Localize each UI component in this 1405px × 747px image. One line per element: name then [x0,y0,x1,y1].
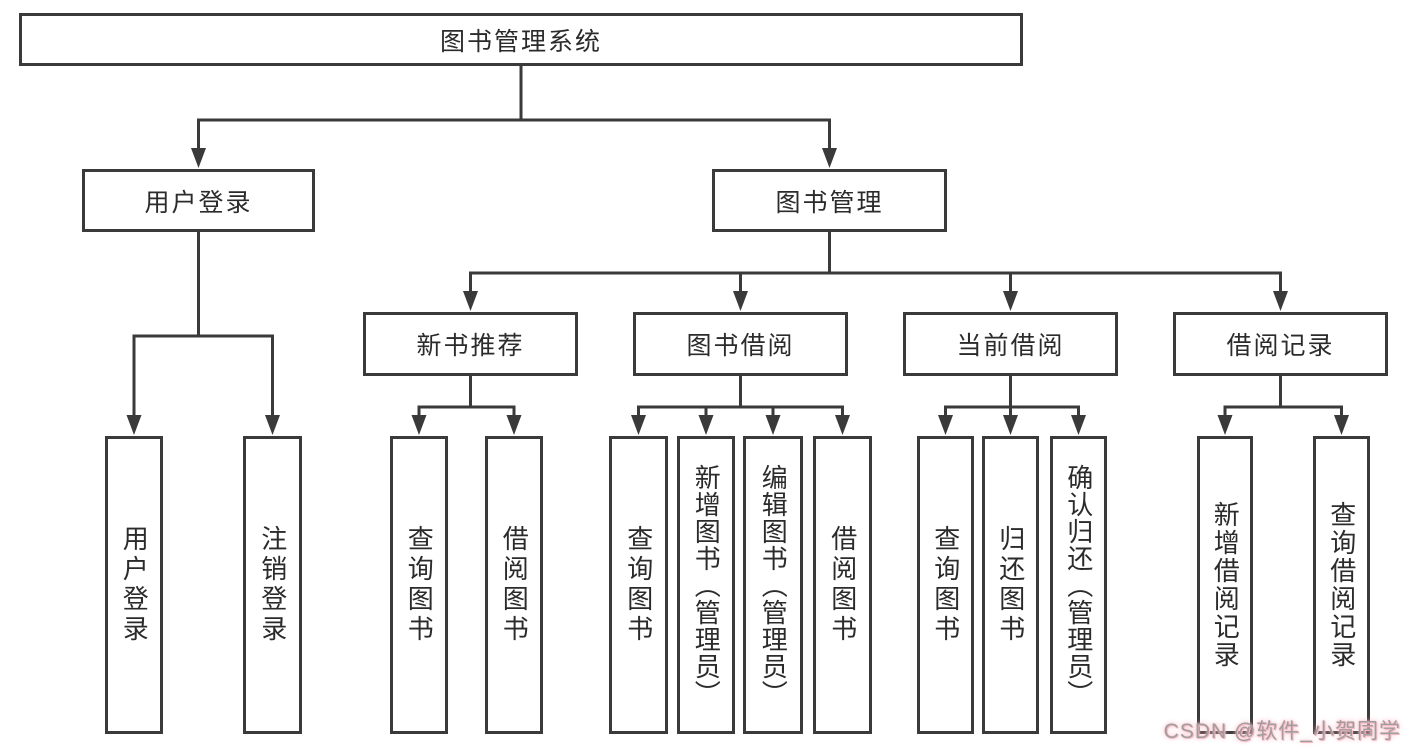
arrowhead-icon [733,291,748,311]
leaf-logout-label: 注销登录 [257,525,288,645]
node-book-borrowing-label: 图书借阅 [686,332,795,360]
leaf-borrow-edit-books-admin: 编辑图书（管理员） [743,436,803,734]
node-current-borrowing-label: 当前借阅 [956,332,1065,360]
leaf-recommend-borrow-books: 借阅图书 [485,436,543,734]
leaf-recommend-borrow-books-label: 借阅图书 [499,525,530,645]
csdn-watermark: CSDN @软件_小贺同学 [1163,720,1401,743]
arrowhead-icon [1217,415,1233,435]
leaf-records-query-record-label: 查询借阅记录 [1326,501,1357,669]
leaf-logout: 注销登录 [243,436,302,734]
arrowhead-icon [463,291,478,311]
node-book-borrowing: 图书借阅 [633,312,848,376]
arrowhead-icon [938,415,953,435]
node-book-management-label: 图书管理 [775,188,884,217]
leaf-recommend-query-books-label: 查询图书 [404,525,435,645]
leaf-borrow-add-books-admin: 新增图书（管理员） [677,436,735,734]
node-library-system-label: 图书管理系统 [439,27,602,56]
leaf-borrow-query-books-label: 查询图书 [623,525,654,645]
leaf-user-login-label: 用户登录 [119,525,150,645]
arrowhead-icon [1003,415,1018,435]
leaf-borrow-query-books: 查询图书 [609,436,668,734]
leaf-user-login: 用户登录 [105,436,163,734]
arrowhead-icon [835,415,850,435]
node-user-login-label: 用户登录 [144,188,253,217]
leaf-borrow-borrow-books-label: 借阅图书 [827,525,858,645]
leaf-current-confirm-return-admin: 确认归还（管理员） [1050,436,1107,734]
arrowhead-icon [265,415,280,435]
leaf-recommend-query-books: 查询图书 [390,436,448,734]
node-current-borrowing: 当前借阅 [903,312,1118,376]
arrowhead-icon [822,148,837,168]
leaf-current-query-books: 查询图书 [917,436,974,734]
arrowhead-icon [191,148,206,168]
node-book-management: 图书管理 [712,169,947,232]
leaf-current-return-books: 归还图书 [982,436,1039,734]
leaf-borrow-edit-books-admin-label: 编辑图书（管理员） [758,463,789,707]
leaf-records-add-record: 新增借阅记录 [1197,436,1253,734]
arrowhead-icon [126,415,142,435]
arrowhead-icon [1003,291,1018,311]
arrowhead-icon [765,415,781,435]
leaf-records-add-record-label: 新增借阅记录 [1210,501,1241,669]
leaf-borrow-borrow-books: 借阅图书 [813,436,872,734]
node-user-login: 用户登录 [82,169,315,232]
leaf-current-confirm-return-admin-label: 确认归还（管理员） [1063,463,1094,707]
arrowhead-icon [631,415,646,435]
arrowhead-icon [411,415,427,435]
node-library-system: 图书管理系统 [19,13,1023,66]
leaf-current-query-books-label: 查询图书 [930,525,961,645]
arrowhead-icon [1334,415,1349,435]
node-borrowing-records: 借阅记录 [1173,312,1388,376]
arrowhead-icon [506,415,522,435]
node-borrowing-records-label: 借阅记录 [1226,332,1335,360]
arrowhead-icon [1273,291,1288,311]
leaf-current-return-books-label: 归还图书 [995,525,1026,645]
node-new-book-recommendation: 新书推荐 [363,312,578,376]
leaf-borrow-add-books-admin-label: 新增图书（管理员） [691,463,722,707]
arrowhead-icon [1071,415,1086,435]
node-new-book-recommendation-label: 新书推荐 [416,332,525,360]
leaf-records-query-record: 查询借阅记录 [1313,436,1370,734]
arrowhead-icon [698,415,714,435]
